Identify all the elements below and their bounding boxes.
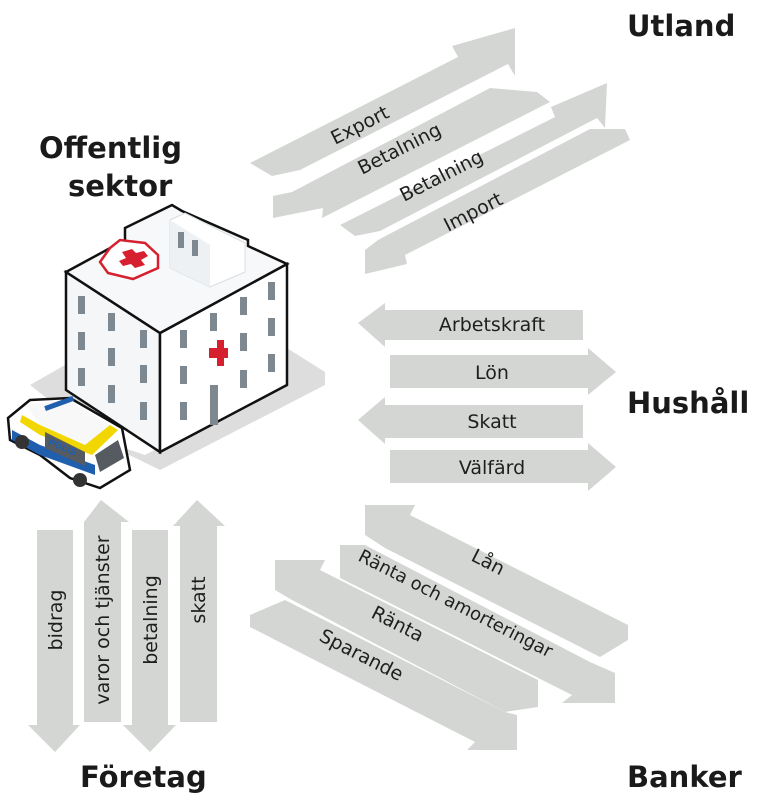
car-stripe-blue: [12, 430, 95, 475]
flow-arrow-betalning-out: [340, 83, 607, 236]
flow-arrow-import: [365, 129, 630, 274]
car-window-front: [95, 440, 124, 472]
flow-label-betalning-foretag: betalning: [140, 575, 162, 665]
left-windows: [78, 296, 147, 420]
node-label-sektor-line2: sektor: [68, 169, 173, 203]
flow-arrow-arbetskraft: [358, 303, 583, 347]
car-roof: [26, 400, 110, 445]
banker-flows: Lån Ränta och amorteringar Ränta Sparand…: [250, 505, 628, 750]
flow-arrow-ranta: [275, 560, 538, 712]
flow-label-varor: varor och tjänster: [92, 535, 114, 704]
node-label-foretag: Företag: [80, 760, 207, 794]
foretag-flows: bidrag varor och tjänster betalning skat…: [28, 500, 225, 752]
car-wheel: [73, 473, 87, 487]
flow-label-skatt: Skatt: [467, 411, 516, 433]
flow-arrow-varor: [84, 500, 129, 722]
flow-label-skatt-foretag: skatt: [188, 576, 210, 623]
flow-arrow-betalning-in: [273, 88, 550, 218]
flow-arrow-lon: [390, 348, 616, 395]
roof-window: [192, 240, 198, 256]
entrance-door: [210, 385, 218, 425]
node-label-hushall: Hushåll: [627, 386, 749, 420]
flow-arrow-export: [250, 28, 515, 176]
flow-arrow-betalning-foretag: [123, 530, 176, 752]
car-window-side: [45, 432, 85, 466]
car-stripe-yellow: [20, 415, 118, 455]
flow-label-valfard: Välfärd: [459, 457, 525, 479]
flow-arrow-lan: [365, 505, 628, 657]
right-windows: [180, 282, 275, 420]
utland-flows: Export Betalning Betalning Import: [250, 28, 630, 274]
roof-cross-icon: [119, 249, 148, 268]
flow-arrow-sparande: [250, 600, 517, 750]
roof-window: [178, 232, 184, 248]
flow-arrow-skatt: [358, 397, 583, 444]
light-bar: [44, 395, 75, 411]
flow-label-arbetskraft: Arbetskraft: [439, 314, 545, 336]
hushall-flows: Arbetskraft Lön Skatt Välfärd: [358, 303, 616, 491]
flow-label-bidrag: bidrag: [45, 590, 67, 651]
car-wheel: [15, 435, 29, 449]
wall-cross-icon: [209, 340, 228, 366]
node-label-banker: Banker: [627, 760, 742, 794]
flow-arrow-skatt-foretag: [173, 500, 225, 722]
node-label-sektor-line1: Offentlig: [39, 131, 182, 165]
flow-arrow-bidrag: [28, 530, 80, 752]
node-label-utland: Utland: [627, 9, 735, 43]
flow-arrow-ranta-amortering: [340, 545, 615, 703]
flow-arrow-valfard: [390, 443, 616, 491]
flow-label-lon: Lön: [475, 362, 509, 384]
police-car-icon: POLIS: [6, 395, 132, 490]
